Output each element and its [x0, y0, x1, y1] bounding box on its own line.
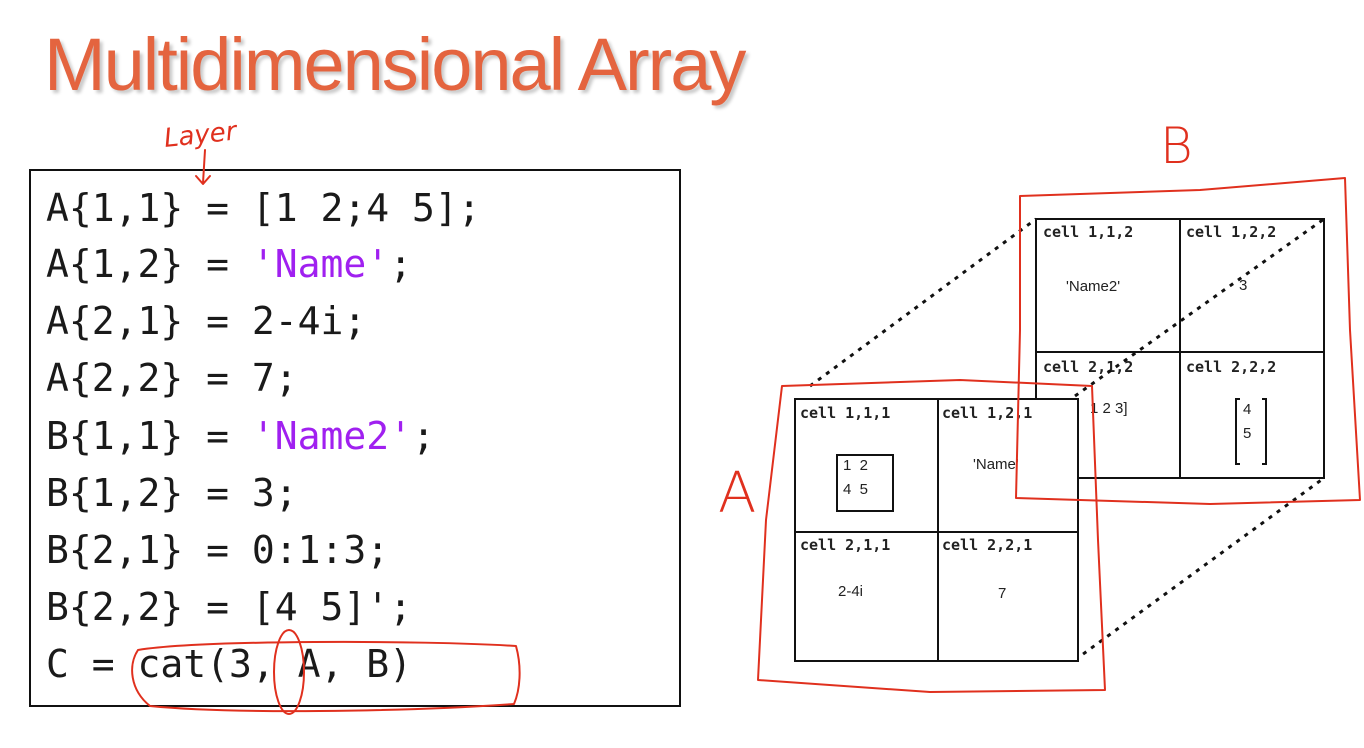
- cell-label: cell 1,1,1: [800, 404, 890, 422]
- cell-value: 5: [1243, 425, 1251, 442]
- code-line: A{2,1} = 2-4i;: [46, 299, 367, 343]
- matrix-bracket-icon: [1235, 398, 1267, 465]
- array-a-grid: [794, 398, 1079, 662]
- code-line: A{1,1} = [1 2;4 5];: [46, 186, 481, 230]
- cell-value: 7: [998, 585, 1006, 602]
- code-line: A{1,2} = 'Name';: [46, 242, 413, 286]
- cell-label: cell 1,1,2: [1043, 223, 1133, 241]
- cell-label: cell 2,1,1: [800, 536, 890, 554]
- cell-value: 1 2: [843, 457, 868, 474]
- label-b: B: [1160, 117, 1193, 175]
- cell-value: 2-4i: [838, 583, 863, 600]
- matrix-box: [836, 454, 894, 512]
- code-line: C = cat(3, A, B): [46, 642, 413, 686]
- code-line: B{1,2} = 3;: [46, 471, 298, 515]
- cell-label: cell 1,2,1: [942, 404, 1032, 422]
- array-b-grid: [1035, 218, 1325, 479]
- depth-connectors: [809, 217, 1325, 662]
- code-block: A{1,1} = [1 2;4 5]; A{1,2} = 'Name'; A{2…: [29, 169, 681, 707]
- cell-value: 3: [1239, 277, 1247, 294]
- code-line: B{2,2} = [4 5]';: [46, 585, 413, 629]
- handdrawn-annotations: [131, 149, 1361, 715]
- code-line: B{1,1} = 'Name2';: [46, 414, 435, 458]
- slide-title: Multidimensional Array: [44, 23, 746, 106]
- code-line: B{2,1} = 0:1:3;: [46, 528, 390, 572]
- cell-label: cell 2,1,2: [1043, 358, 1133, 376]
- cell-value: 4 5: [843, 481, 868, 498]
- cell-value: 'Name': [973, 456, 1019, 473]
- cell-value: 4: [1243, 401, 1251, 418]
- layer-note: Layer: [163, 116, 241, 154]
- cell-value: 1 2 3]: [1090, 400, 1128, 417]
- cell-label: cell 2,2,2: [1186, 358, 1276, 376]
- cell-value: 'Name2': [1066, 278, 1120, 295]
- cell-label: cell 2,2,1: [942, 536, 1032, 554]
- label-a: A: [718, 461, 756, 526]
- cell-label: cell 1,2,2: [1186, 223, 1276, 241]
- code-line: A{2,2} = 7;: [46, 356, 298, 400]
